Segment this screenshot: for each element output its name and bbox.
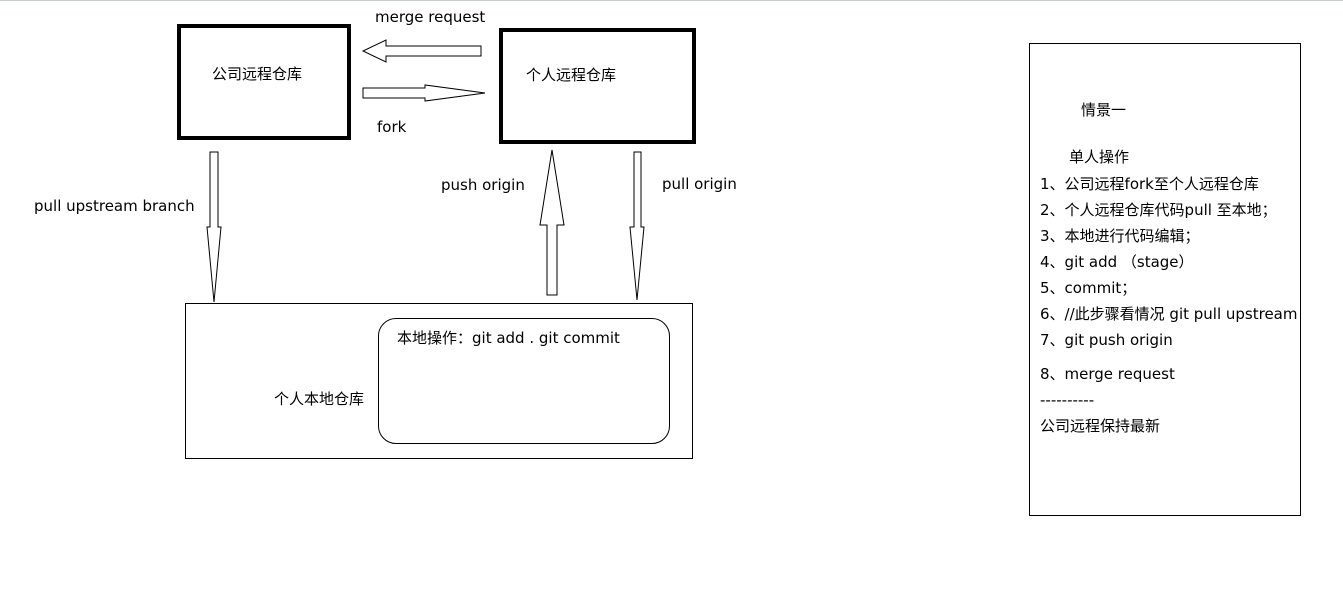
personal-remote-repo-box	[499, 28, 696, 144]
merge-request-arrow	[361, 39, 482, 63]
personal-local-repo-label: 个人本地仓库	[274, 390, 365, 408]
push-origin-arrow	[539, 149, 565, 296]
step-item: 7、git push origin	[1040, 331, 1173, 349]
company-remote-repo-label: 公司远程仓库	[212, 65, 303, 83]
personal-local-repo-box	[185, 303, 693, 459]
fork-label: fork	[377, 118, 407, 136]
separator-line: ----------	[1040, 391, 1095, 409]
scenario-title: 情景一	[1081, 101, 1127, 119]
notes-footer: 公司远程保持最新	[1040, 417, 1161, 435]
company-remote-repo-box	[177, 24, 351, 140]
fork-arrow	[362, 84, 486, 102]
personal-remote-repo-label: 个人远程仓库	[526, 66, 617, 84]
pull-upstream-branch-label: pull upstream branch	[34, 197, 195, 215]
merge-request-label: merge request	[375, 8, 486, 26]
scenario-subtitle: 单人操作	[1069, 148, 1130, 166]
step-item: 8、merge request	[1040, 365, 1175, 383]
scenario-steps-list: 1、公司远程fork至个人远程仓库 2、个人远程仓库代码pull 至本地； 3、…	[1040, 175, 1300, 443]
push-origin-label: push origin	[441, 176, 525, 194]
top-border-line	[0, 0, 1343, 1]
step-item: 6、//此步骤看情况 git pull upstream	[1040, 305, 1298, 323]
local-operations-label: 本地操作：git add . git commit	[397, 329, 620, 347]
pull-origin-arrow	[629, 151, 645, 301]
step-item: 5、commit；	[1040, 279, 1137, 297]
pull-origin-label: pull origin	[662, 175, 737, 193]
pull-upstream-arrow	[206, 151, 222, 303]
step-item: 3、本地进行代码编辑；	[1040, 227, 1200, 245]
step-item: 1、公司远程fork至个人远程仓库	[1040, 175, 1259, 193]
step-item: 4、git add （stage）	[1040, 253, 1194, 271]
local-operations-box	[378, 318, 670, 444]
scenario-notes-panel	[1029, 43, 1301, 516]
step-item: 2、个人远程仓库代码pull 至本地；	[1040, 201, 1277, 219]
